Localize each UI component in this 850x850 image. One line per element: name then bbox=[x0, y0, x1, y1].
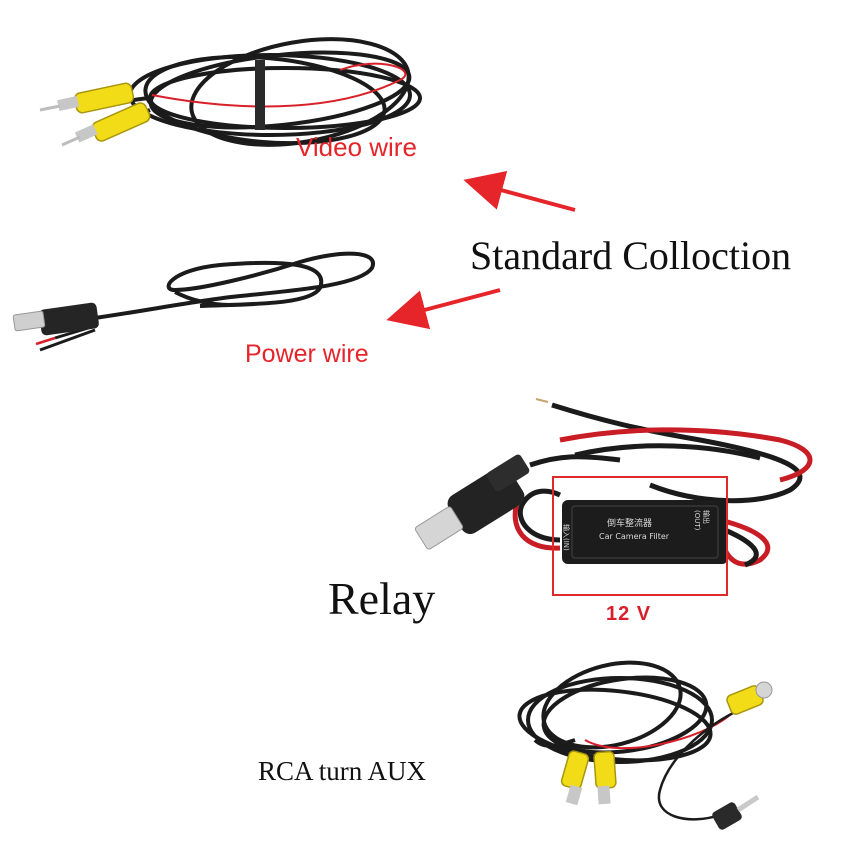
rca-plug-yellow-bottom bbox=[61, 102, 151, 147]
filter-box-print: 倒车整流器 Car Camera Filter 输入(IN) 输出(OUT) bbox=[562, 502, 725, 562]
power-wire-arrow bbox=[386, 288, 501, 330]
video-wire-label: Video wire bbox=[296, 132, 417, 162]
power-wire-label: Power wire bbox=[245, 340, 369, 368]
aux-plug bbox=[712, 794, 760, 830]
video-wire-cable bbox=[109, 37, 422, 147]
rca-turn-aux-label: RCA turn AUX bbox=[258, 756, 427, 786]
rca-plug-yellow-right bbox=[593, 750, 617, 805]
filter-box-english-title: Car Camera Filter bbox=[599, 532, 670, 541]
rca-plug-yellow-left bbox=[560, 750, 590, 806]
relay-highlight-box bbox=[552, 476, 728, 596]
filter-box-chinese-title: 倒车整流器 bbox=[607, 519, 653, 529]
power-wire-cable bbox=[12, 251, 375, 352]
voltage-label: 12 V bbox=[606, 603, 652, 625]
rca-jack-female bbox=[726, 681, 773, 715]
relay-label: Relay bbox=[328, 573, 436, 624]
video-wire-arrow bbox=[463, 170, 576, 212]
relay-barrel-connector bbox=[414, 454, 530, 550]
rca-plug-yellow-top bbox=[39, 82, 135, 114]
filter-box-output-label: 输出(OUT) bbox=[693, 510, 710, 531]
standard-collection-label: Standard Colloction bbox=[470, 233, 792, 278]
rca-aux-cable bbox=[517, 660, 736, 821]
relay-filter-box bbox=[562, 500, 728, 564]
filter-box-input-label: 输入(IN) bbox=[562, 524, 570, 551]
